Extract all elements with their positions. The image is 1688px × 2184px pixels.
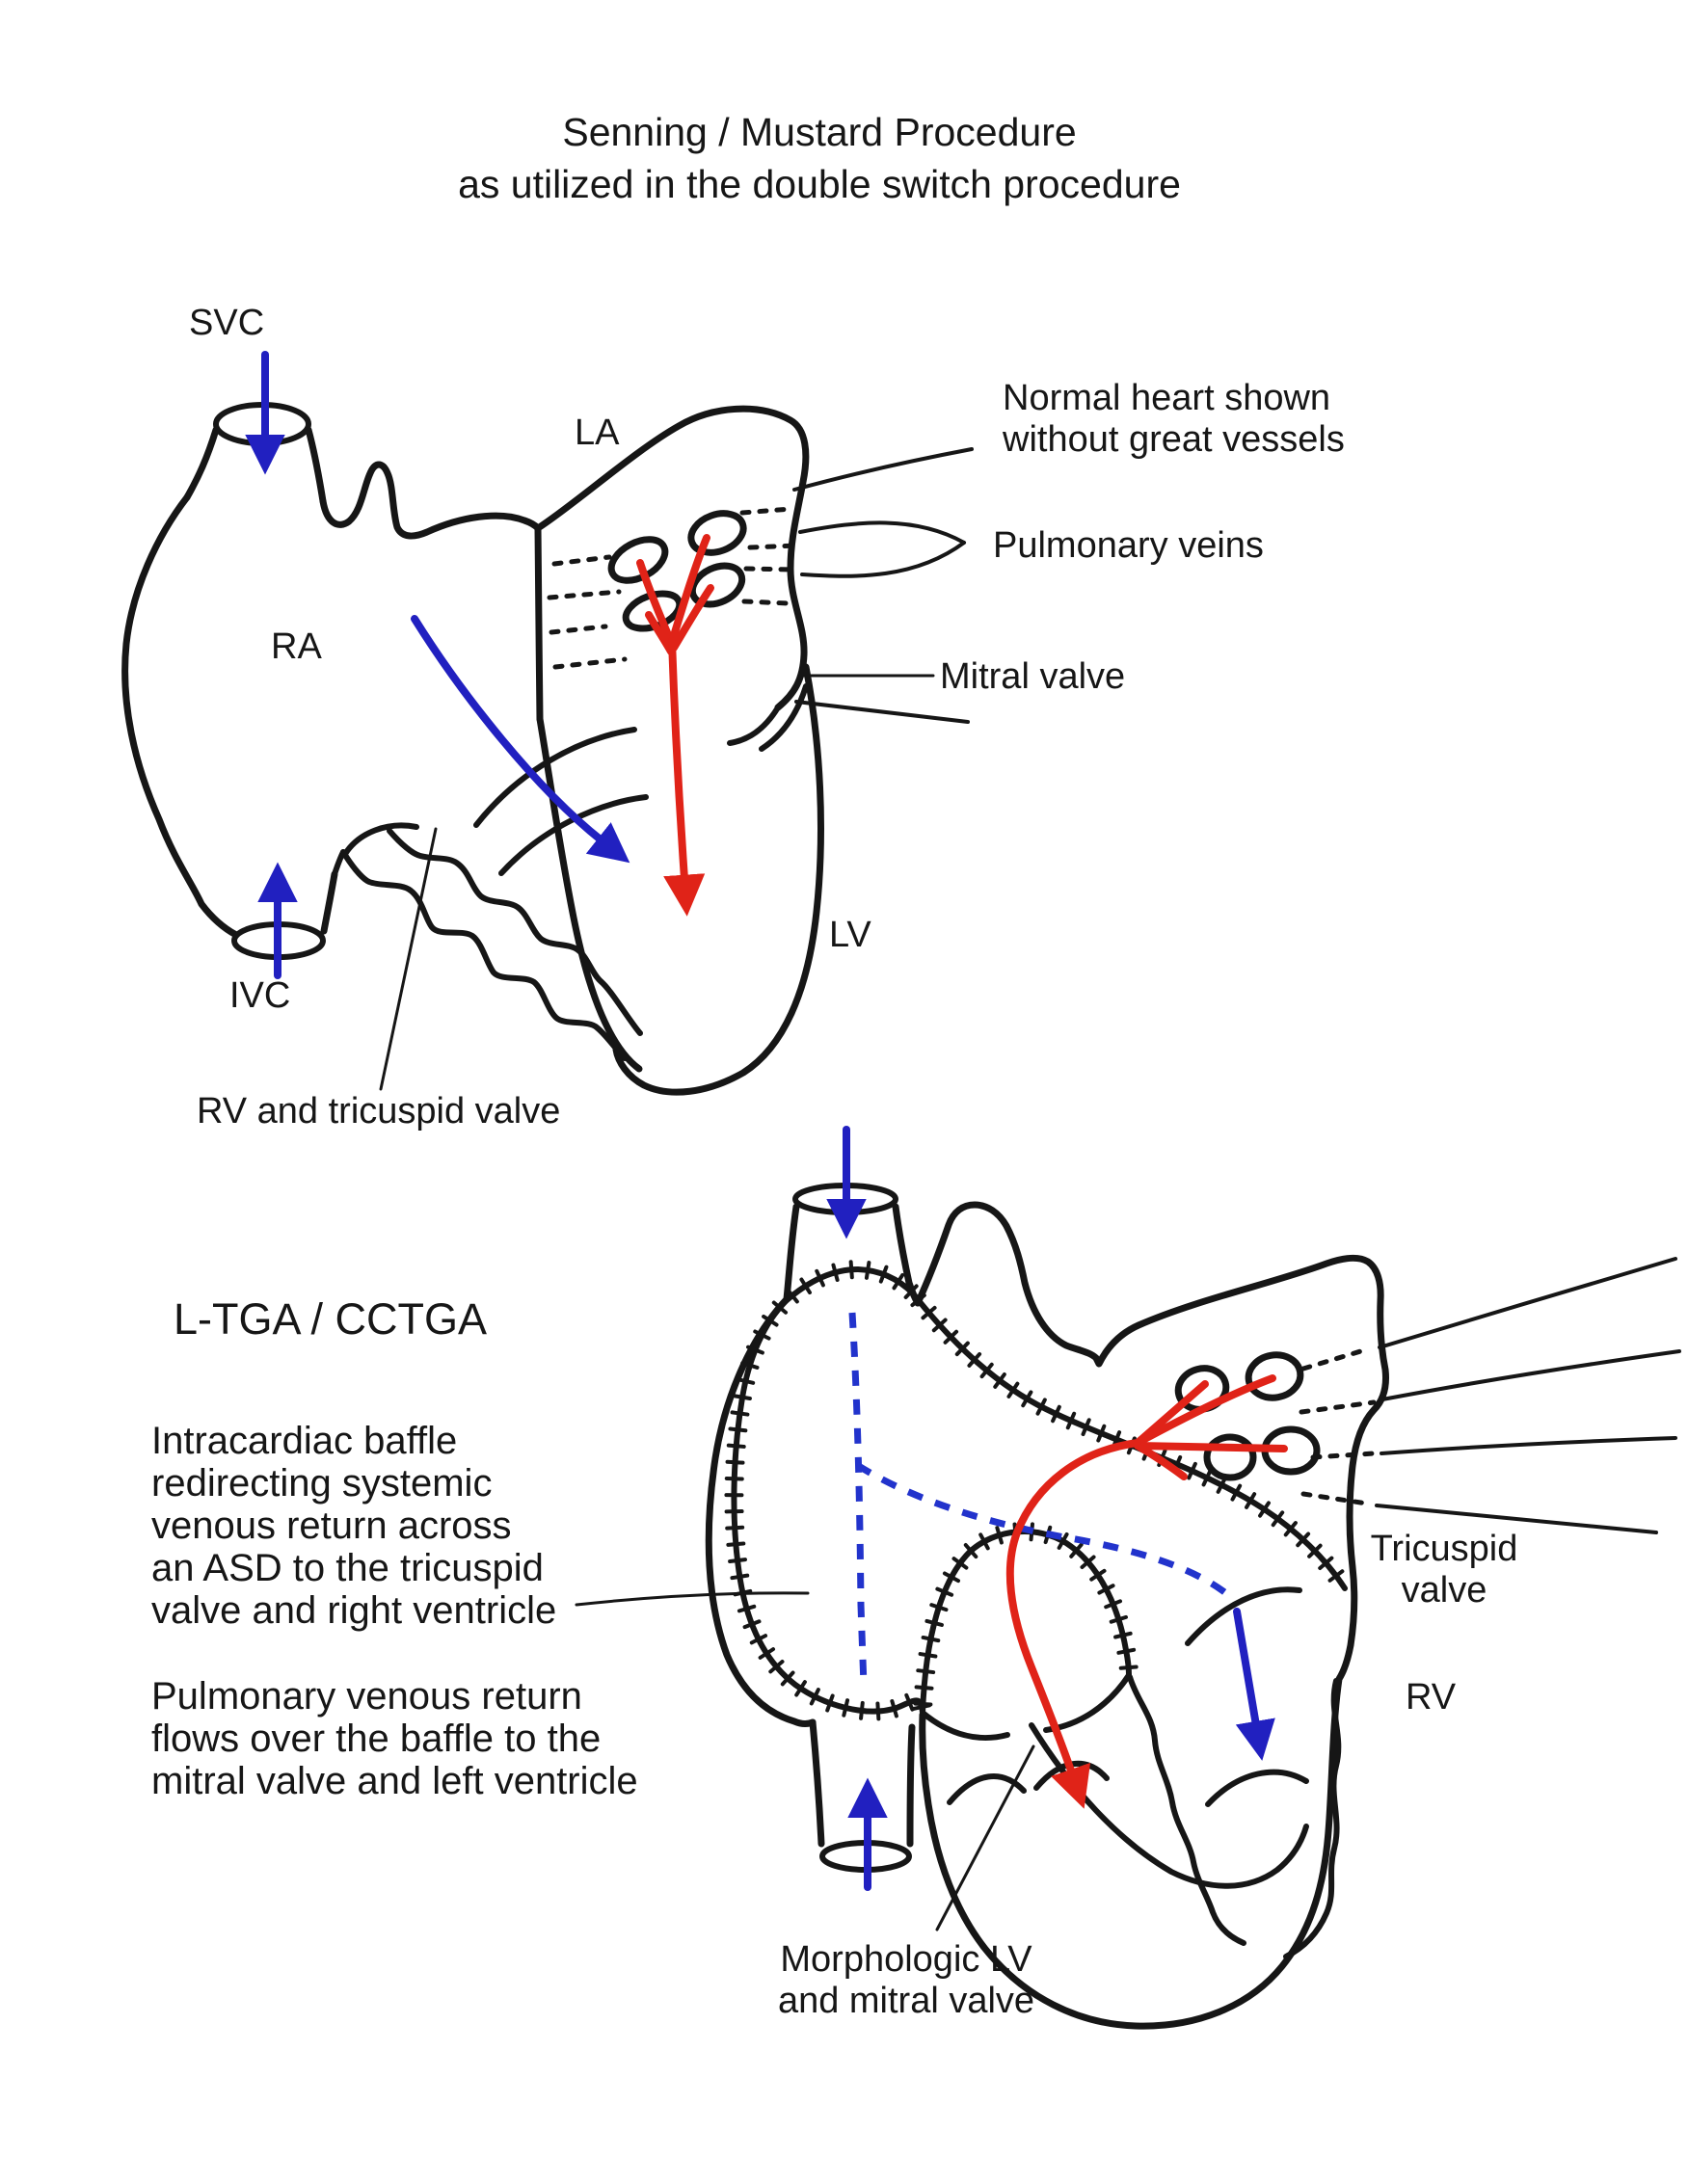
- ltga-top-right-outline: [914, 1201, 1389, 2030]
- ra-to-rv-flow-arrow: [411, 615, 630, 864]
- ltga-ivc-vessel: [809, 1718, 916, 1873]
- ltga-left-outline: [705, 1295, 817, 1727]
- ventricular-septum: [536, 715, 643, 1073]
- svc-label: SVC: [189, 303, 265, 343]
- morphologic-lv-note: Morphologic LV and mitral valve: [777, 1939, 1035, 2021]
- ltga-rv-walls: [1127, 1586, 1342, 1959]
- figure-title: Senning / Mustard Procedure as utilized …: [458, 110, 1181, 207]
- atria-top-outline: [319, 461, 542, 540]
- baffle-pointer-line: [575, 1591, 810, 1607]
- pulmonary-return-note: Pulmonary venous return flows over the b…: [151, 1675, 638, 1802]
- pulmonary-veins-pointer: [792, 447, 974, 724]
- lv-outer-wall: [612, 663, 824, 1096]
- ltga-rv-label: RV: [1406, 1677, 1457, 1718]
- ltga-heart-drawing: [575, 1183, 1681, 2030]
- lv-label: LV: [829, 915, 871, 955]
- ltga-to-rv-flow-arrow: [1233, 1608, 1275, 1761]
- la-outline: [534, 405, 810, 711]
- normal-heart-flow-arrows: [245, 351, 714, 979]
- rv-tricuspid-label: RV and tricuspid valve: [197, 1091, 561, 1132]
- ivc-vessel: [231, 870, 338, 960]
- pulmonary-flow-red: [636, 534, 714, 917]
- la-to-lv-flow-arrow: [663, 637, 706, 917]
- label-pointer-lines: [379, 674, 935, 1091]
- la-label: LA: [575, 413, 620, 453]
- ivc-label: IVC: [229, 975, 291, 1016]
- baffle-note: Intracardiac baffle redirecting systemic…: [151, 1420, 557, 1632]
- mitral-valve-label: Mitral valve: [940, 656, 1126, 697]
- baffle-suture-lines: [724, 1260, 1348, 1721]
- morphologic-pointer-line: [935, 1745, 1035, 1931]
- ra-label: RA: [271, 626, 322, 667]
- rv-pointer-line: [379, 827, 438, 1091]
- pulmonary-veins-label: Pulmonary veins: [993, 525, 1264, 566]
- ltga-vein-dotted-lines: [1299, 1346, 1377, 1506]
- atrial-septum-line: [534, 524, 544, 723]
- normal-heart-note: Normal heart shown without great vessels: [1003, 378, 1345, 460]
- ltga-vein-fan-lines: [1375, 1257, 1681, 1534]
- svc-vessel: [183, 402, 327, 505]
- rv-wavy-walls: [332, 828, 643, 1061]
- ra-outline: [121, 493, 240, 939]
- ltga-pulmonary-flow-red: [1005, 1374, 1288, 1809]
- mitral-valve-arcs: [727, 683, 809, 752]
- ltga-mitral-lv-walls: [920, 1672, 1309, 1889]
- ltga-baffle-dashed-path: [848, 1312, 1237, 1686]
- vein-dotted-lines: [547, 506, 799, 670]
- ltga-tricuspid-label: Tricuspid valve: [1370, 1529, 1518, 1611]
- ltga-heading: L-TGA / CCTGA: [174, 1294, 488, 1344]
- ltga-flow-arrows: [826, 1126, 1288, 1891]
- ltga-pointer-lines: [575, 1591, 1035, 1931]
- tricuspid-arcs: [342, 727, 649, 876]
- ltga-to-lv-flow-arrow: [1005, 1439, 1141, 1809]
